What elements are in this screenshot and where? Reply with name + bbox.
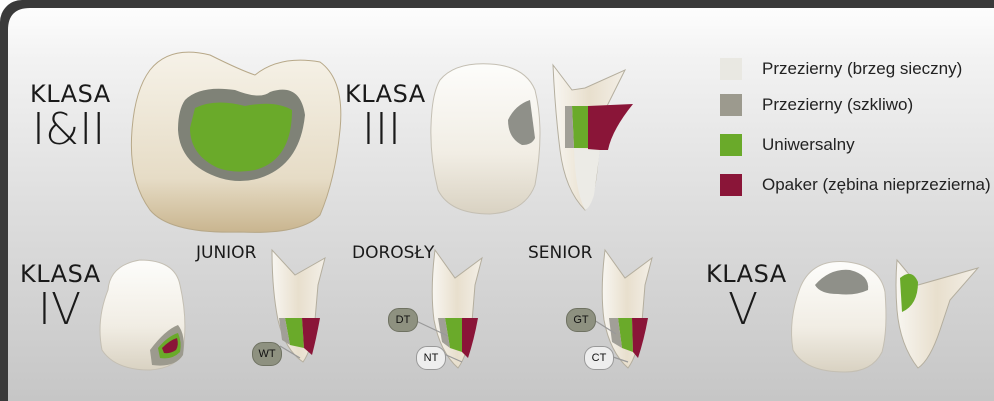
class-1-2-word: KLASA [30, 82, 111, 106]
badge-dt: DT [388, 308, 418, 332]
class-3-word: KLASA [345, 82, 426, 106]
age-adult-label: DOROSŁY [352, 245, 434, 262]
legend-swatch [720, 134, 742, 156]
legend-label: Przezierny (szkliwo) [762, 95, 913, 115]
badge-nt: NT [416, 346, 446, 370]
badge-wt: WT [252, 342, 282, 366]
class3-cross-section [553, 65, 633, 210]
legend-swatch [720, 58, 742, 80]
age-senior-label: SENIOR [528, 245, 592, 262]
class-5-number: V [728, 288, 758, 332]
badge-gt: GT [566, 308, 596, 332]
class-1-2-number: I&II [32, 108, 105, 152]
age-junior-label: JUNIOR [196, 245, 256, 262]
class-3-number: III [362, 108, 401, 152]
legend-item-opaque-dentin: Opaker (zębina nieprzezierna) [720, 174, 991, 196]
legend-label: Opaker (zębina nieprzezierna) [762, 175, 991, 195]
class-4-number: IV [38, 288, 81, 332]
molar-tooth [131, 52, 340, 232]
legend-item-enamel: Przezierny (szkliwo) [720, 94, 913, 116]
class5-front-tooth [792, 262, 886, 372]
class5-cross-section [896, 260, 978, 368]
legend-swatch [720, 94, 742, 116]
class-5-word: KLASA [706, 262, 787, 286]
legend-item-universal: Uniwersalny [720, 134, 855, 156]
legend-label: Uniwersalny [762, 135, 855, 155]
class3-front-tooth [431, 64, 540, 214]
legend-swatch [720, 174, 742, 196]
legend-item-incisal: Przezierny (brzeg sieczny) [720, 58, 962, 80]
class-4-word: KLASA [20, 262, 101, 286]
class4-front-tooth [100, 260, 185, 370]
legend-label: Przezierny (brzeg sieczny) [762, 59, 962, 79]
badge-ct: CT [584, 346, 614, 370]
junior-cross-section [272, 250, 325, 362]
